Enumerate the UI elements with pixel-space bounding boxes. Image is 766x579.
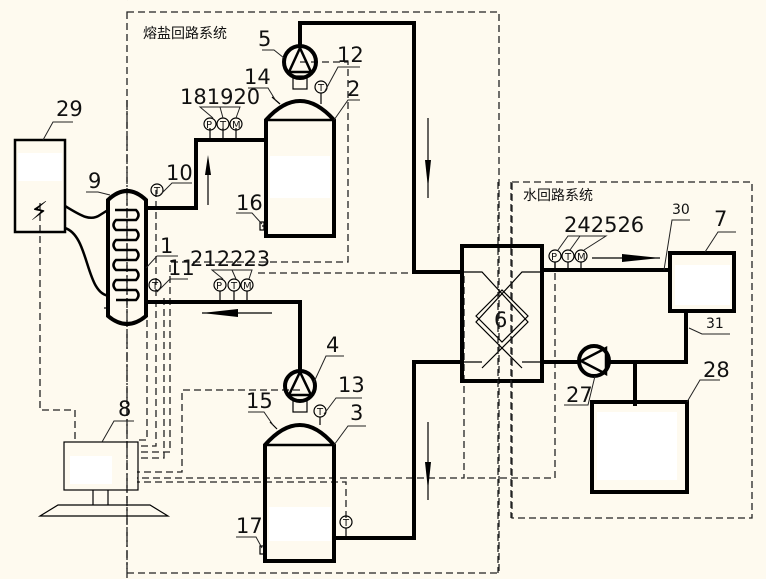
temperature-sensor-10[interactable]: T — [150, 183, 164, 197]
heat-exchanger[interactable]: 6 — [460, 244, 544, 383]
label-9: 9 — [88, 169, 101, 193]
label-29: 29 — [56, 97, 83, 121]
water-pump[interactable] — [577, 344, 611, 378]
svg-text:T: T — [316, 407, 324, 418]
label-12: 12 — [337, 43, 364, 67]
svg-text:T: T — [151, 281, 159, 292]
label-4: 4 — [326, 333, 339, 357]
svg-text:P: P — [206, 120, 212, 131]
svg-text:T: T — [342, 518, 350, 529]
temperature-sensor-cold-outlet[interactable]: T — [339, 515, 353, 538]
label-7: 7 — [714, 207, 727, 231]
cold-salt-tank[interactable] — [259, 423, 336, 563]
label-8: 8 — [118, 397, 131, 421]
label-28: 28 — [703, 358, 730, 382]
svg-text:T: T — [230, 281, 238, 292]
hot-salt-pump[interactable] — [282, 44, 318, 90]
label-14: 14 — [244, 65, 271, 89]
controller-computer[interactable] — [37, 441, 171, 517]
water-line-gauges[interactable]: P T M — [548, 249, 588, 270]
power-supply[interactable]: ⚡ — [13, 138, 67, 234]
temperature-sensor-12[interactable]: T — [314, 80, 328, 104]
water-loop-boundary — [511, 181, 753, 519]
label-181920: 181920 — [180, 85, 260, 109]
svg-text:M: M — [232, 120, 241, 131]
label-11: 11 — [168, 256, 195, 280]
label-242526: 242526 — [564, 213, 644, 237]
molten-salt-loop-title: 熔盐回路系统 — [143, 26, 227, 42]
svg-text:T: T — [153, 186, 161, 197]
label-5: 5 — [258, 27, 271, 51]
cold-salt-pump[interactable] — [283, 369, 317, 413]
water-loop-title: 水回路系统 — [523, 188, 593, 204]
hot-salt-tank[interactable] — [259, 99, 336, 238]
label-3: 3 — [350, 401, 363, 425]
label-30: 30 — [672, 202, 690, 218]
label-6: 6 — [494, 308, 507, 332]
svg-text:T: T — [317, 83, 325, 94]
svg-text:P: P — [551, 252, 557, 263]
label-16: 16 — [236, 191, 263, 215]
cold-line-gauges[interactable]: P T M — [213, 278, 254, 302]
svg-text:M: M — [243, 281, 252, 292]
temperature-sensor-11[interactable]: T — [148, 278, 162, 292]
svg-text:M: M — [577, 252, 586, 263]
label-27: 27 — [566, 383, 593, 407]
label-2: 2 — [347, 77, 360, 101]
label-10: 10 — [166, 161, 193, 185]
water-reservoir[interactable] — [590, 400, 689, 494]
svg-text:T: T — [219, 120, 227, 131]
temperature-sensor-13[interactable]: T — [313, 404, 327, 425]
svg-text:T: T — [564, 252, 572, 263]
label-15: 15 — [246, 389, 273, 413]
svg-text:P: P — [216, 281, 222, 292]
label-17: 17 — [236, 514, 263, 538]
electric-heater[interactable] — [104, 189, 148, 326]
signal-lines — [39, 61, 556, 579]
lightning-icon: ⚡ — [30, 197, 48, 227]
hot-line-gauges[interactable]: P T M — [203, 117, 243, 140]
label-212223: 212223 — [190, 247, 270, 271]
water-tank[interactable] — [668, 251, 736, 313]
label-13: 13 — [338, 373, 365, 397]
label-1: 1 — [160, 234, 173, 258]
label-31: 31 — [706, 316, 724, 332]
